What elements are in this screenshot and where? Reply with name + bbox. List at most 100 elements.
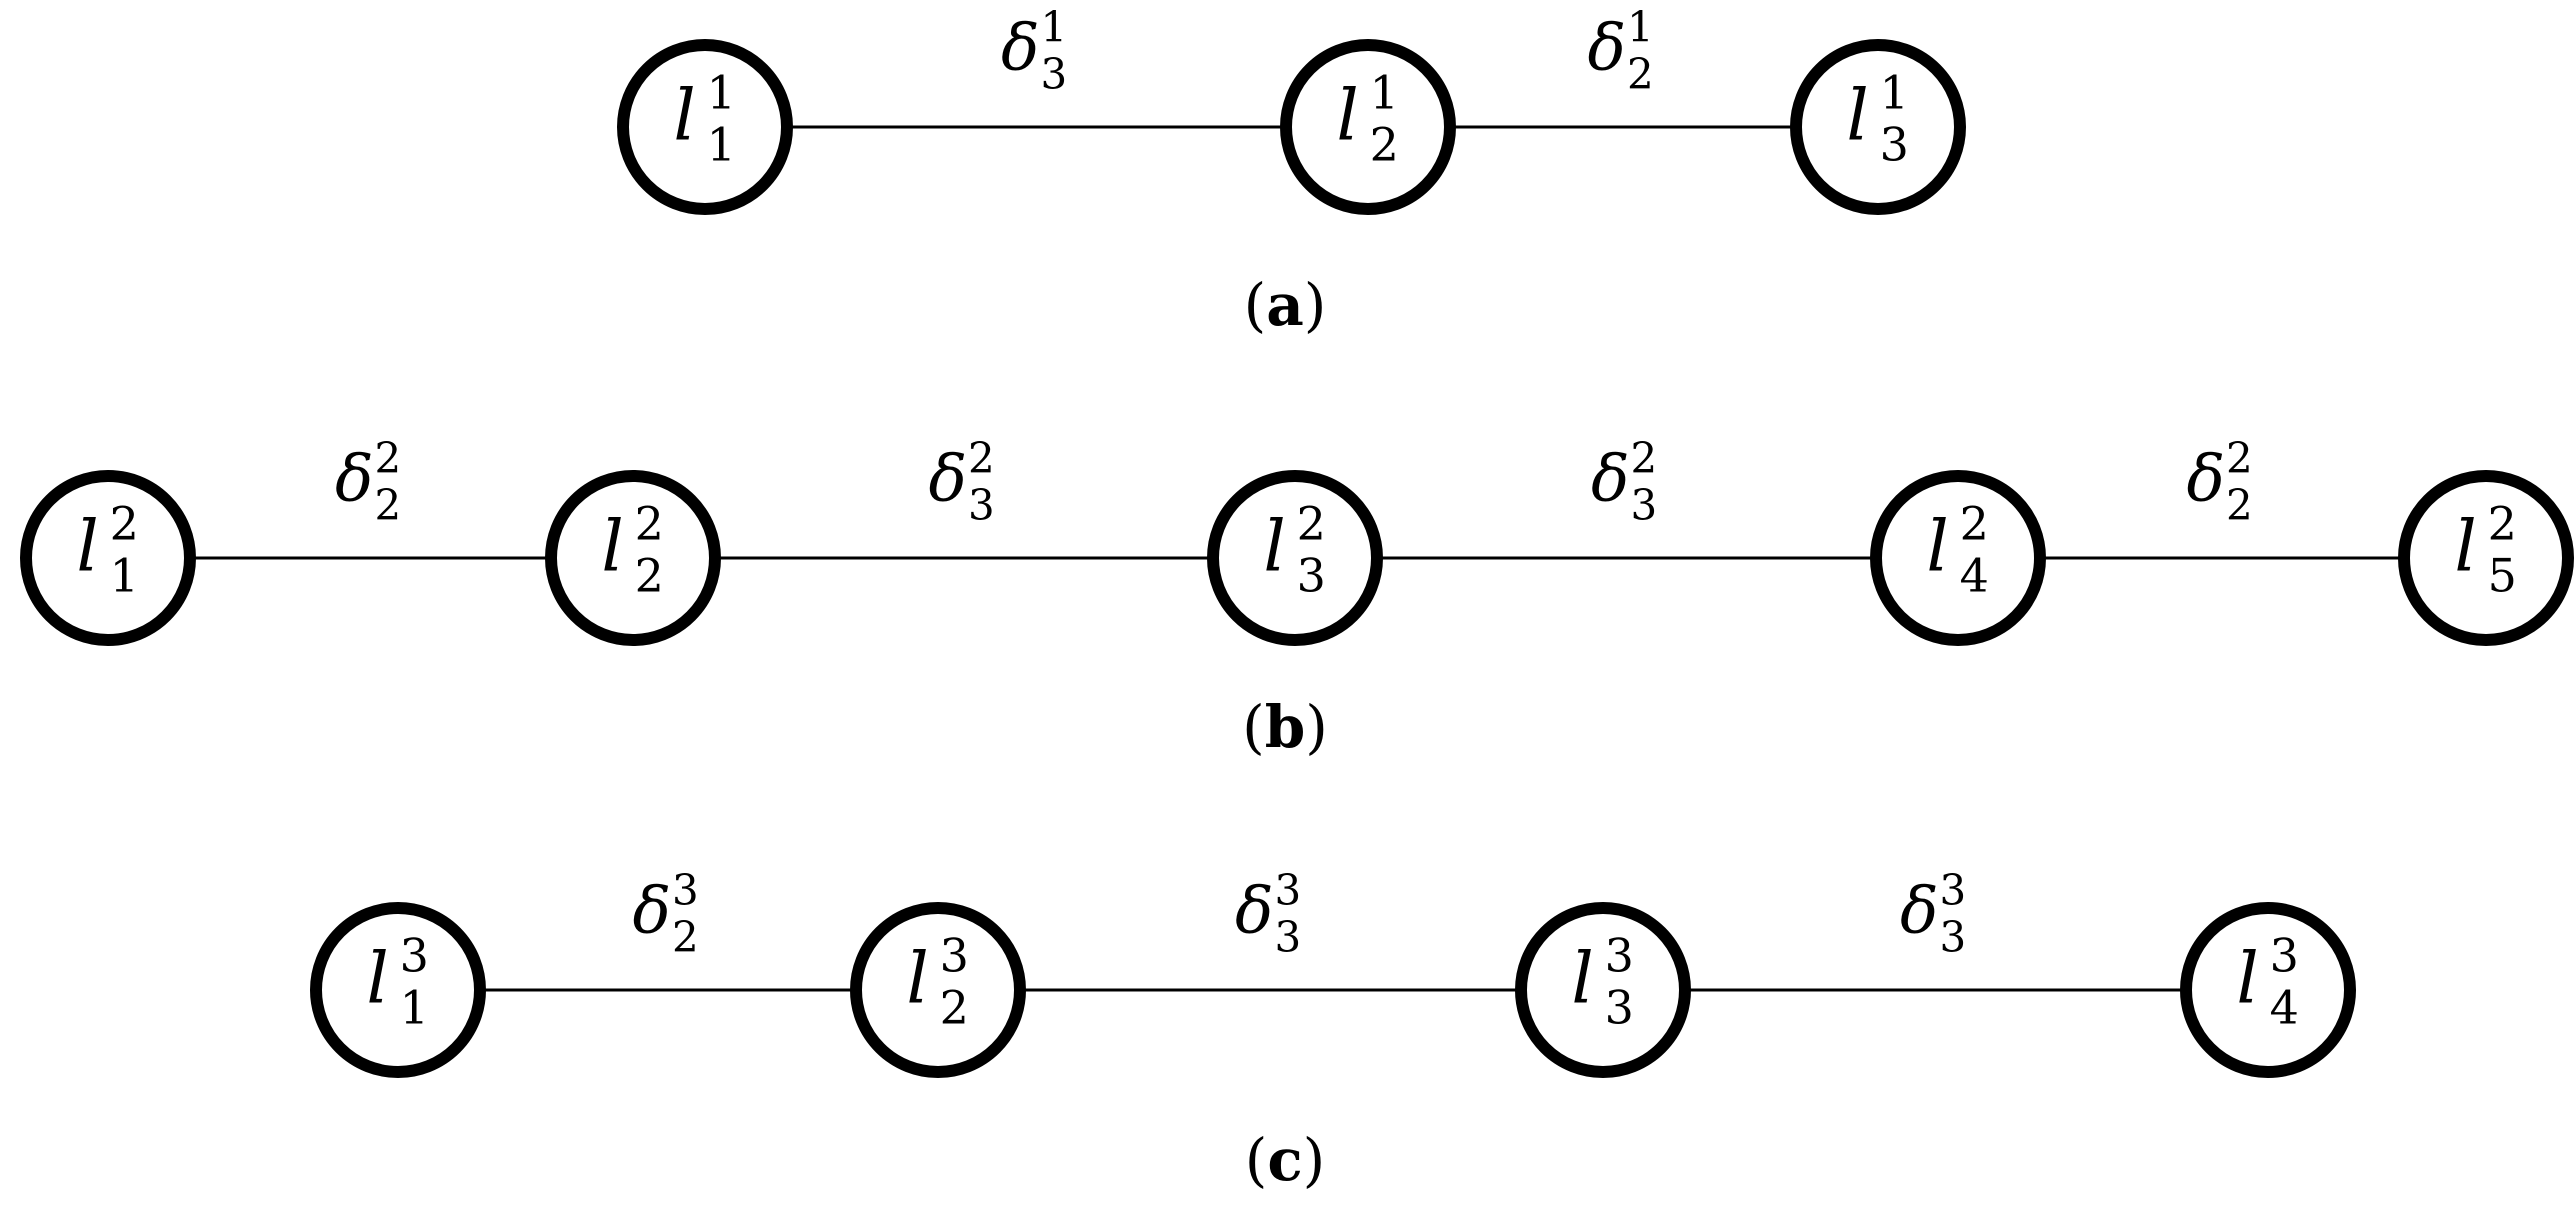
node-label-base: l [1846, 74, 1868, 156]
node-label-subscript: 4 [1960, 548, 1989, 602]
node-label-subscript: 2 [635, 548, 664, 602]
node-label-superscript: 3 [1605, 929, 1634, 983]
edge-label-superscript: 2 [2226, 433, 2253, 482]
node-label-base: l [2454, 505, 2476, 587]
node-label-superscript: 3 [2270, 929, 2299, 983]
node-label-subscript: 3 [1880, 117, 1909, 171]
node-circle [1790, 39, 1966, 215]
edge-label-subscript: 3 [1939, 913, 1966, 962]
edge-label-subscript: 3 [1040, 50, 1067, 99]
edge-label-subscript: 2 [1627, 50, 1654, 99]
edge-label-subscript: 3 [968, 481, 995, 530]
node-label-base: l [366, 937, 388, 1019]
node-label-superscript: 3 [400, 929, 429, 983]
node-label-base: l [1926, 505, 1948, 587]
caption-letter: b [1265, 693, 1306, 761]
node-circle [1207, 470, 1383, 646]
subfigure-caption: (b) [1242, 693, 1328, 761]
node-circle [850, 902, 1026, 1078]
node-label-superscript: 2 [1960, 497, 1989, 551]
edge-label-superscript: 3 [672, 865, 699, 914]
edge-label-subscript: 3 [1274, 913, 1301, 962]
edge-label-base: δ [2187, 442, 2226, 516]
node-circle [1280, 39, 1456, 215]
node-circle [617, 39, 793, 215]
node-circle [545, 470, 721, 646]
edge-label-base: δ [1235, 874, 1274, 948]
node-label-superscript: 2 [2488, 497, 2517, 551]
edge-label-base: δ [633, 874, 672, 948]
node-label-superscript: 2 [635, 497, 664, 551]
edge-label-superscript: 2 [1630, 433, 1657, 482]
node-label-subscript: 1 [110, 548, 139, 602]
edge-label-superscript: 3 [1939, 865, 1966, 914]
node-label-superscript: 1 [1370, 66, 1399, 120]
node-label-superscript: 2 [110, 497, 139, 551]
node-label-base: l [2236, 937, 2258, 1019]
node-label-subscript: 4 [2270, 980, 2299, 1034]
node-label-subscript: 3 [1605, 980, 1634, 1034]
edge-label-subscript: 2 [2226, 481, 2253, 530]
edge-label-subscript: 2 [672, 913, 699, 962]
node-label-base: l [1571, 937, 1593, 1019]
caption-letter: a [1266, 271, 1304, 339]
edge-label-subscript: 2 [374, 481, 401, 530]
edge-label-superscript: 3 [1274, 865, 1301, 914]
node-label-subscript: 2 [940, 980, 969, 1034]
node-label-subscript: 2 [1370, 117, 1399, 171]
edge-label-superscript: 2 [374, 433, 401, 482]
node-label-subscript: 1 [707, 117, 736, 171]
node-label-base: l [601, 505, 623, 587]
edge-label-base: δ [1588, 11, 1627, 85]
node-label-base: l [1336, 74, 1358, 156]
node-label-base: l [1263, 505, 1285, 587]
node-circle [2180, 902, 2356, 1078]
node-circle [2398, 470, 2574, 646]
node-label-superscript: 2 [1297, 497, 1326, 551]
node-label-superscript: 1 [1880, 66, 1909, 120]
edge-label-base: δ [929, 442, 968, 516]
edge-label-superscript: 1 [1040, 2, 1067, 51]
subfigure-caption: (c) [1245, 1126, 1326, 1194]
edge-label-base: δ [335, 442, 374, 516]
caption-letter: c [1267, 1126, 1302, 1194]
edge-label-subscript: 3 [1630, 481, 1657, 530]
edge-label-superscript: 2 [968, 433, 995, 482]
edge-label-base: δ [1591, 442, 1630, 516]
node-label-subscript: 3 [1297, 548, 1326, 602]
subfigure-caption: (a) [1244, 271, 1327, 339]
